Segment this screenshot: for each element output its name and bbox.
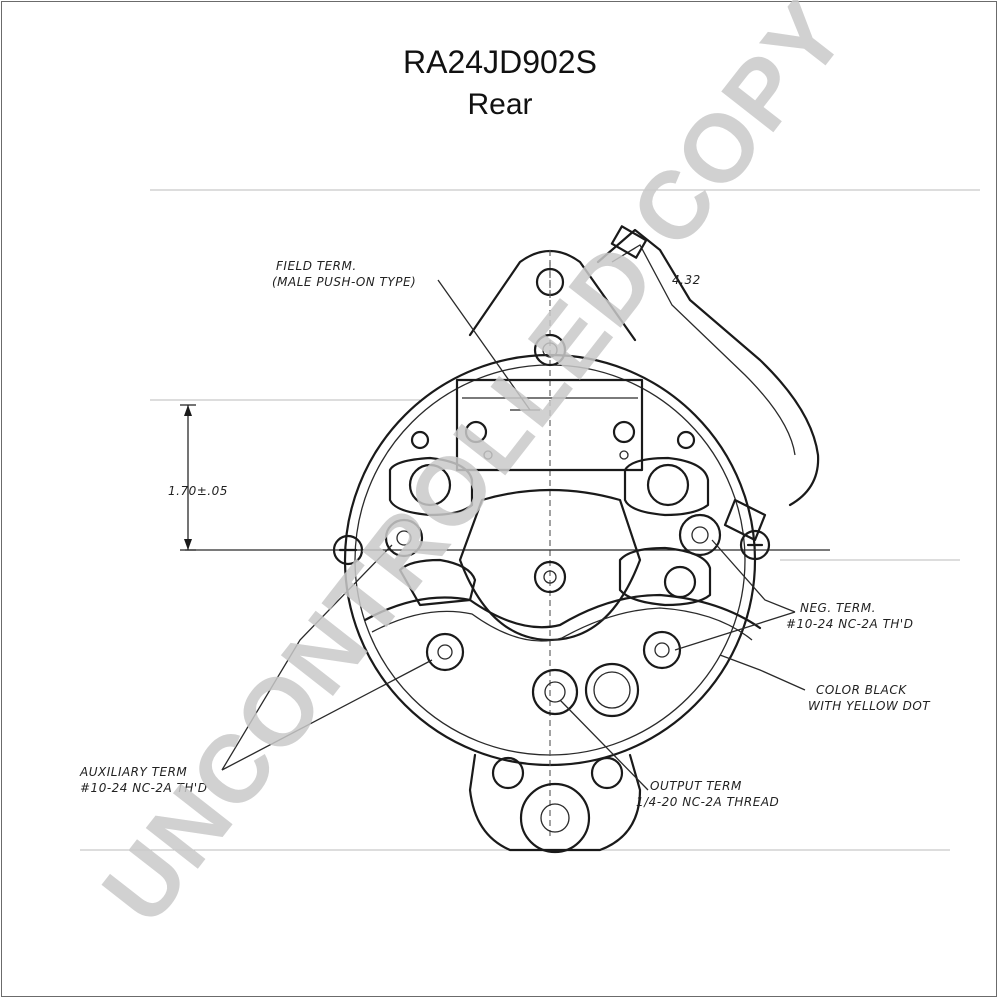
diode-bosses	[388, 456, 712, 607]
side-terminals	[332, 498, 771, 566]
color-label-dot: WITH YELLOW DOT	[808, 699, 931, 713]
regulator-plate	[455, 378, 644, 472]
field-term-label-type: (MALE PUSH-ON TYPE)	[272, 275, 416, 289]
height-dimension	[180, 404, 196, 551]
lower-terminals	[425, 630, 682, 718]
neg-term-label-thread: #10-24 NC-2A TH'D	[786, 617, 913, 631]
right-bracket-arm	[596, 225, 820, 507]
leader-lines	[221, 279, 806, 791]
corner-dimension-label: 4.32	[672, 273, 701, 287]
aux-term-label: AUXILIARY TERM	[79, 765, 187, 779]
output-term-label: OUTPUT TERM	[650, 779, 742, 793]
output-term-label-thread: 1/4-20 NC-2A THREAD	[636, 795, 779, 809]
height-dimension-label: 1.70±.05	[168, 484, 228, 498]
color-label: COLOR BLACK	[816, 683, 907, 697]
aux-term-label-thread: #10-24 NC-2A TH'D	[80, 781, 207, 795]
upper-screws	[410, 333, 696, 450]
bottom-mounting-foot	[468, 753, 642, 854]
part-number-title: RA24JD902S	[403, 44, 597, 80]
neg-term-label: NEG. TERM.	[800, 601, 876, 615]
field-term-label: FIELD TERM.	[276, 259, 357, 273]
view-subtitle: Rear	[467, 88, 533, 121]
center-lines	[185, 250, 830, 840]
rear-cover-plate	[363, 593, 762, 642]
